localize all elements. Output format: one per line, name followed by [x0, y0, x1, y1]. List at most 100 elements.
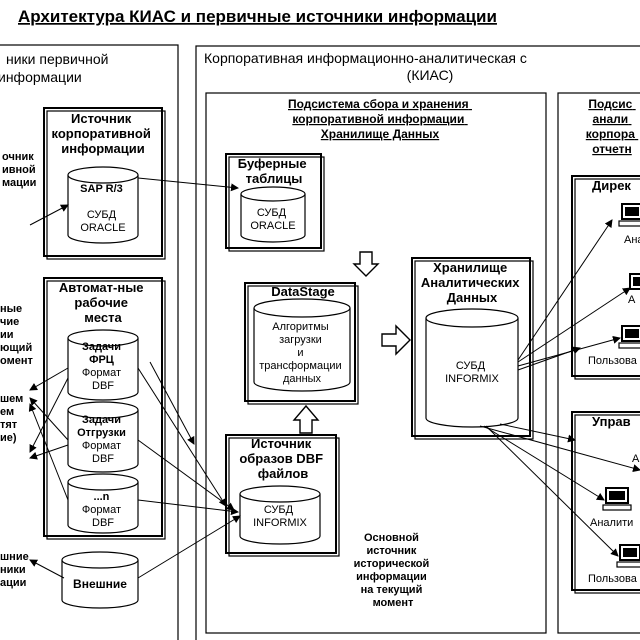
source-side-text: ивной	[2, 164, 36, 176]
db-label: DBF	[92, 380, 114, 392]
svg-text:Задачи Отгрузки: Задачи Отгрузки Формат DBF	[77, 414, 129, 465]
svg-text:Алгоритмы загрузки: Алгоритмы загрузки и трансформации данны…	[259, 321, 344, 385]
computer-icon	[616, 544, 640, 568]
sap-oracle-database: SAP R/3 СУБД ORACLE	[67, 166, 139, 244]
buffer-title-line: таблицы	[246, 171, 303, 186]
oracle-label: ORACLE	[80, 222, 125, 234]
frc-tasks-database: Задачи ФРЦ Формат DBF	[67, 329, 139, 401]
source-side-text: очник	[2, 151, 34, 163]
external-side-text: ники	[0, 564, 26, 576]
db-label: INFORMIX	[445, 373, 499, 385]
subsystem-title-line: корпоративной информации	[292, 112, 464, 126]
db-label: Отгрузки	[77, 427, 126, 439]
workstations-box: Автомат-ные рабочие места Задачи ФРЦ Фор…	[43, 277, 166, 540]
management-title: Управ	[592, 414, 631, 429]
db-label: СУБД	[456, 360, 486, 372]
external-db-label: Внешние	[73, 577, 127, 591]
primary-sources-title-line: информации	[0, 69, 82, 85]
buffer-oracle-database: СУБД ORACLE	[240, 186, 306, 243]
db-label: данных	[283, 373, 322, 385]
computer-icon	[618, 325, 640, 349]
dbms-label: СУБД	[87, 209, 117, 221]
flow-block-arrows	[292, 251, 411, 434]
db-label: Формат	[82, 504, 121, 516]
reporting-title-line: корпора	[586, 127, 635, 141]
directorate-box: Дирек Анали А Пользова	[571, 175, 640, 380]
reporting-subsystem-box: Подсис анали корпора отчетн	[557, 92, 640, 634]
db-label: ORACLE	[250, 220, 295, 232]
svg-text:Задачи ФРЦ Фор: Задачи ФРЦ Формат DBF	[82, 341, 124, 392]
pc-label: Пользова	[588, 573, 638, 585]
computer-icon	[618, 203, 640, 227]
arrow-down-to-datastage	[352, 251, 380, 277]
datastage-title: DataStage	[271, 284, 335, 299]
algorithms-database: Алгоритмы загрузки и трансформации данны…	[253, 298, 351, 392]
computer-icon	[629, 273, 640, 290]
db-label: Формат	[82, 367, 121, 379]
svg-text:Автомат-ные рабочие: Автомат-ные рабочие места	[59, 280, 147, 325]
directorate-title: Дирек	[592, 178, 631, 193]
reporting-title-line: отчетн	[592, 142, 632, 156]
svg-text:СУБД INFORMIX: СУБД INFORMIX	[445, 360, 499, 385]
db-label: ФРЦ	[89, 354, 114, 366]
dbf-informix-database: СУБД INFORMIX	[239, 485, 321, 545]
svg-text:шние ники ации: шние ники ации	[0, 551, 32, 589]
kias-title-line: Корпоративная информационно-аналитическа…	[204, 50, 527, 66]
db-label: Формат	[82, 440, 121, 452]
db-label: СУБД	[257, 207, 287, 219]
workstations-title-line: места	[84, 310, 122, 325]
db-label: ...n	[94, 491, 110, 503]
db-label: Задачи	[82, 341, 121, 353]
pc-label: А	[632, 453, 640, 465]
kias-system-box: Корпоративная информационно-аналитическа…	[195, 45, 640, 640]
warehouse-box: Хранилище Аналитических Данных СУБД INFO…	[411, 257, 534, 440]
buffer-title-line: Буферные	[238, 156, 307, 171]
db-label: INFORMIX	[253, 517, 307, 529]
db-label: и	[297, 347, 303, 359]
diagram-title: Архитектура КИАС и первичные источники и…	[18, 7, 497, 26]
management-box: Управ А Аналити Пользова	[571, 411, 640, 594]
db-label: трансформации	[259, 360, 341, 372]
corporate-source-title-line: корпоративной	[52, 126, 151, 141]
workstations-side-text: ные чие ии ющий омент шем ем тят ие)	[0, 303, 36, 444]
primary-sources-panel: ники первичной информации	[0, 44, 179, 640]
db-label: Алгоритмы	[272, 321, 329, 333]
dbf-source-title-line: Источник	[251, 436, 312, 451]
svg-text:СУБД INFORMIX: СУБД INFORMIX	[253, 504, 307, 529]
svg-text:СУБД ORACLE: СУБД ORACLE	[250, 207, 295, 232]
subsystem-title-line: Хранилище Данных	[321, 127, 440, 141]
arrow-right-to-warehouse	[381, 324, 411, 356]
n-tasks-database: ...n Формат DBF	[67, 473, 139, 534]
pc-label: Пользова	[588, 355, 638, 367]
buffer-tables-box: Буферные таблицы СУБД ORACLE	[225, 153, 325, 252]
svg-text:...n Формат DB: ...n Формат DBF	[82, 491, 124, 529]
primary-sources-title-line: ники первичной	[6, 51, 108, 67]
svg-text:Подсис анали корпо: Подсис анали корпора отчетн	[586, 97, 638, 156]
corporate-source-title-line: информации	[61, 141, 144, 156]
reporting-title-line: Подсис	[588, 97, 632, 111]
db-label: DBF	[92, 453, 114, 465]
external-side-text: ации	[0, 577, 26, 589]
warehouse-informix-database: СУБД INFORMIX	[425, 308, 519, 428]
sap-label: SAP R/3	[80, 183, 123, 195]
external-side-text: шние	[0, 551, 29, 563]
db-label: СУБД	[264, 504, 294, 516]
pc-label: Аналити	[590, 517, 633, 529]
svg-text:Буферные таблицы: Буферные таблицы	[238, 156, 310, 186]
svg-text:Корпоративная информационно-ан: Корпоративная информационно-аналитическа…	[204, 50, 531, 83]
svg-text:Хранилище Аналитических: Хранилище Аналитических Данных	[421, 260, 523, 305]
source-side-text: мации	[2, 177, 36, 189]
workstations-title-line: рабочие	[74, 295, 128, 310]
pc-label: А	[628, 294, 636, 306]
connector-lines	[28, 177, 640, 579]
svg-text:SAP R/3 СУБД O: SAP R/3 СУБД ORACLE	[80, 183, 126, 234]
computer-icon	[602, 487, 632, 511]
warehouse-title-line: Аналитических	[421, 275, 520, 290]
dbf-source-box: Источник образов DBF файлов СУБД INFORMI…	[225, 434, 340, 557]
subsystem-title-line: Подсистема сбора и хранения	[288, 97, 469, 111]
pc-label: Анали	[624, 234, 640, 246]
shipment-tasks-database: Задачи Отгрузки Формат DBF	[67, 401, 139, 473]
arrow-up-to-datastage	[292, 404, 320, 434]
db-label: Задачи	[82, 414, 121, 426]
